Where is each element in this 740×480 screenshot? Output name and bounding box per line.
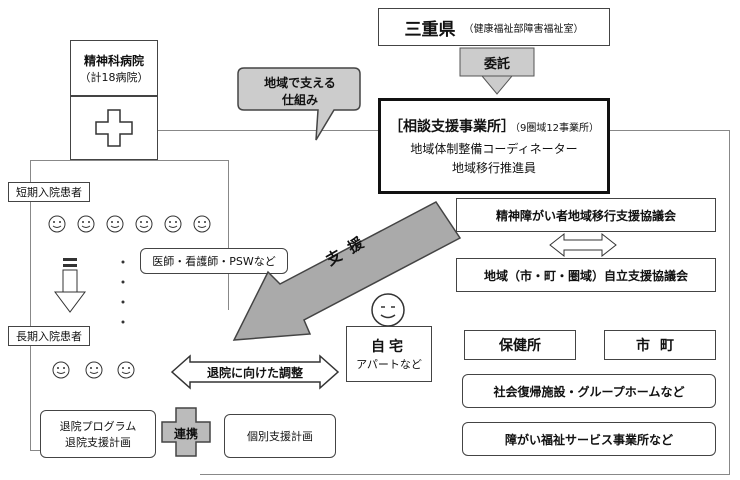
commission-label: 委託 — [483, 57, 510, 72]
ward-frame-left — [30, 160, 31, 450]
smiley-icon — [77, 215, 95, 233]
long-term-faces — [52, 360, 142, 380]
staff-box: 医師・看護師・PSWなど — [140, 248, 288, 274]
frame-bottom — [200, 474, 730, 475]
social-facility-box: 社会復帰施設・グループホームなど — [462, 374, 716, 408]
adjustment-label: 退院に向けた調整 — [206, 366, 303, 380]
discharge-program-box: 退院プログラム 退院支援計画 — [40, 410, 156, 458]
discharge-plan-label: 退院支援計画 — [65, 436, 131, 449]
continuation-dots — [120, 258, 126, 338]
hospital-cross-box — [70, 96, 158, 160]
support-center-title: ［相談支援事業所］ — [388, 119, 515, 135]
home-sub: アパートなど — [356, 358, 422, 371]
smiley-icon — [164, 215, 182, 233]
health-center-box: 保健所 — [464, 330, 576, 360]
commission-arrow — [452, 46, 542, 96]
long-term-label: 長期入院患者 — [8, 326, 90, 346]
hospital-box: 精神科病院 （計18病院） — [70, 40, 158, 96]
hospital-count: （計18病院） — [79, 70, 149, 84]
medical-cross-icon — [95, 109, 133, 147]
callout-line2: 仕組み — [281, 93, 318, 107]
short-term-faces — [48, 214, 211, 234]
coordinator-label: 地域体制整備コーディネーター — [410, 142, 578, 156]
transition-down-arrow — [52, 256, 88, 314]
smiley-icon — [117, 361, 135, 379]
cooperation-cross — [160, 406, 212, 458]
prefecture-dept: （健康福祉部障害福祉室） — [463, 23, 584, 35]
right-frame-side — [729, 130, 730, 475]
prefecture-name: 三重県 — [404, 19, 456, 40]
municipality-box: 市町 — [604, 330, 716, 360]
support-arrow — [228, 196, 468, 346]
right-frame-top — [610, 130, 730, 131]
home-box: 自宅 アパートなど — [346, 326, 432, 382]
callout-line1: 地域で支える — [264, 76, 336, 90]
ward-frame-right — [228, 160, 229, 310]
adjustment-arrow — [170, 352, 340, 392]
support-center-header: ［相談支援事業所］（9圏域12事業所） — [389, 116, 599, 136]
smiley-icon — [52, 361, 70, 379]
transition-promoter-label: 地域移行推進員 — [451, 161, 536, 175]
smiley-icon — [85, 361, 103, 379]
hospital-outer-line — [158, 130, 378, 131]
smiley-icon — [48, 215, 66, 233]
home-title: 自宅 — [371, 339, 407, 355]
council-transition-box: 精神障がい者地域移行支援協議会 — [456, 198, 716, 232]
smiley-icon — [193, 215, 211, 233]
individual-plan-box: 個別支援計画 — [224, 414, 336, 458]
discharge-program-label: 退院プログラム — [59, 420, 137, 433]
callout-bubble — [236, 62, 366, 146]
hospital-name: 精神科病院 — [83, 53, 144, 68]
ward-frame-top — [30, 160, 228, 161]
short-term-label: 短期入院患者 — [8, 182, 90, 202]
welfare-service-box: 障がい福祉サービス事業所など — [462, 422, 716, 456]
smiley-icon — [106, 215, 124, 233]
support-center-count: （9圏域12事業所） — [514, 123, 600, 134]
prefecture-box: 三重県 （健康福祉部障害福祉室） — [378, 8, 610, 46]
support-center-box: ［相談支援事業所］（9圏域12事業所） 地域体制整備コーディネーター 地域移行推… — [378, 98, 610, 194]
council-double-arrow — [548, 232, 618, 258]
council-independence-box: 地域（市・町・圏域）自立支援協議会 — [456, 258, 716, 292]
cooperation-label: 連携 — [173, 427, 198, 441]
smiley-icon — [135, 215, 153, 233]
